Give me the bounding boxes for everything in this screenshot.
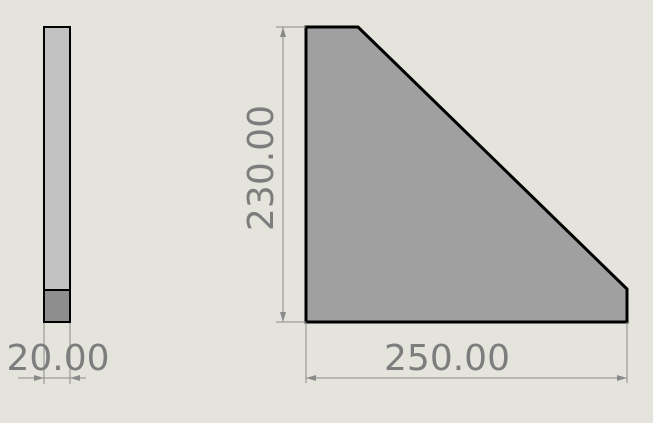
height-dimension-label: 230.00 xyxy=(241,105,282,231)
gusset-plate-front-view[interactable] xyxy=(304,25,629,324)
width-arrow-left xyxy=(306,375,316,381)
width-dimension-label: 250.00 xyxy=(384,338,510,379)
side-view[interactable] xyxy=(43,26,71,323)
side-view-body xyxy=(43,26,71,291)
thickness-arrow-left xyxy=(34,375,44,381)
height-arrow-bottom xyxy=(280,312,286,322)
width-dimension[interactable]: 250.00 xyxy=(305,322,628,383)
height-arrow-top xyxy=(280,27,286,37)
side-view-base xyxy=(43,289,71,323)
height-dimension[interactable]: 230.00 xyxy=(241,26,306,323)
thickness-arrow-right xyxy=(70,375,80,381)
thickness-dimension-label: 20.00 xyxy=(6,338,109,379)
thickness-dimension[interactable]: 20.00 xyxy=(6,323,110,384)
width-arrow-right xyxy=(617,375,627,381)
